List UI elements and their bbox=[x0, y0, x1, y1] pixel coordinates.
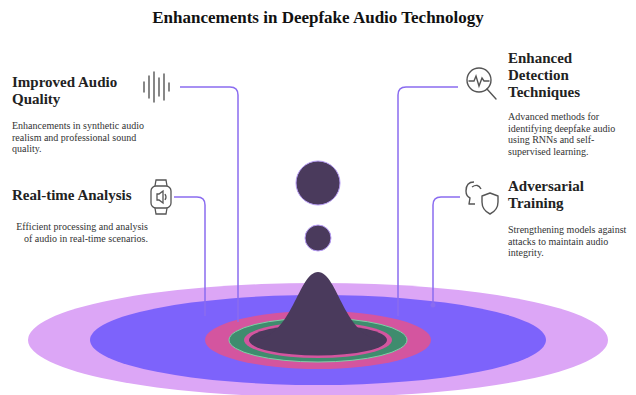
feature-item: Adversarial TrainingStrengthening models… bbox=[508, 178, 632, 259]
magnifier-icon bbox=[467, 68, 496, 99]
leader-line bbox=[433, 197, 460, 305]
feature-description: Efficient processing and analysis of aud… bbox=[12, 221, 148, 244]
splash-peak bbox=[252, 272, 384, 340]
feature-heading: Enhanced Detection Techniques bbox=[508, 50, 603, 101]
droplet-small bbox=[305, 225, 331, 251]
watch-icon bbox=[151, 180, 171, 214]
feature-heading: Improved Audio Quality bbox=[12, 74, 137, 108]
feature-description: Strengthening models against attacks to … bbox=[508, 224, 632, 259]
feature-item: Enhanced Detection TechniquesAdvanced me… bbox=[508, 50, 632, 157]
leader-line bbox=[398, 87, 458, 316]
feature-description: Enhancements in synthetic audio realism … bbox=[12, 120, 144, 155]
feature-item: Improved Audio QualityEnhancements in sy… bbox=[12, 74, 144, 155]
waveform-icon bbox=[144, 72, 169, 102]
feature-heading: Real-time Analysis bbox=[12, 187, 148, 204]
feature-heading: Adversarial Training bbox=[508, 178, 608, 212]
leader-line bbox=[174, 197, 205, 316]
shield-icon bbox=[466, 182, 498, 214]
leader-line bbox=[180, 87, 238, 322]
feature-description: Advanced methods for identifying deepfak… bbox=[508, 111, 632, 157]
feature-item: Real-time AnalysisEfficient processing a… bbox=[12, 187, 148, 244]
droplet-large bbox=[296, 161, 340, 205]
diagram-title: Enhancements in Deepfake Audio Technolog… bbox=[0, 8, 636, 28]
leader-dot bbox=[431, 303, 436, 308]
